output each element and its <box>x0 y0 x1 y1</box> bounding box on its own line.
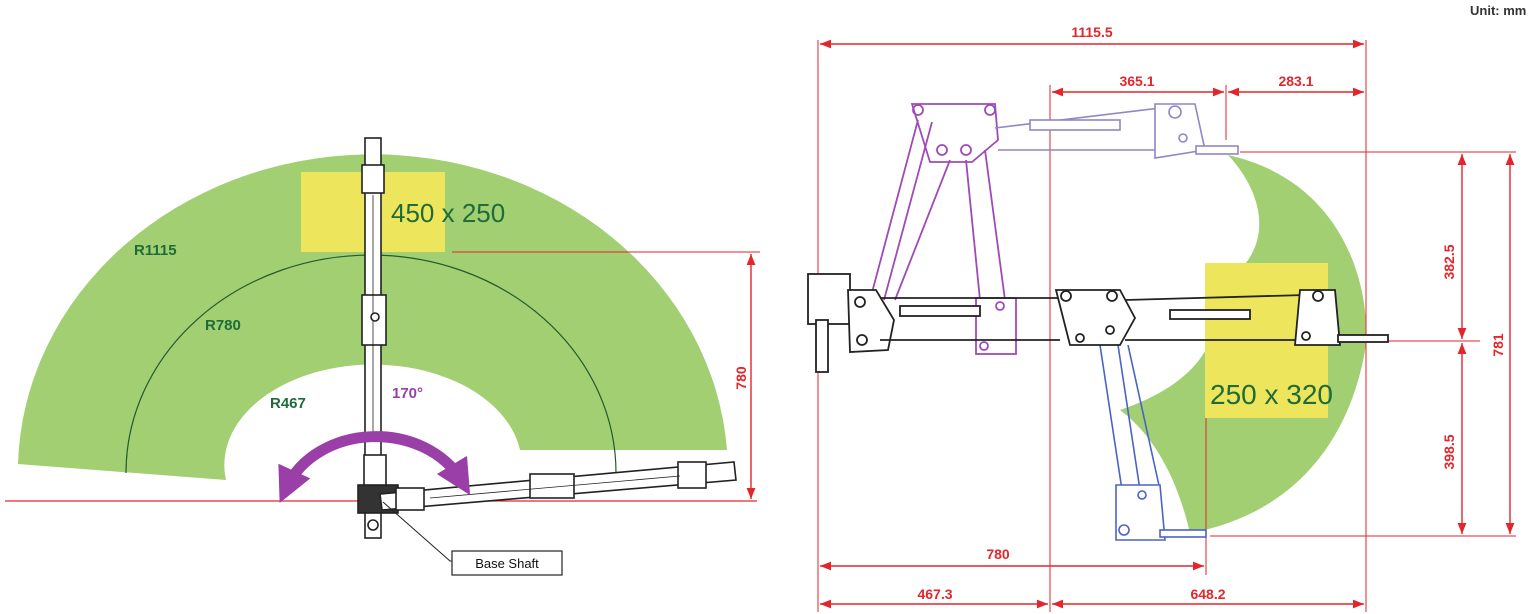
extension-lines <box>817 40 1516 612</box>
bottom-left-label: 467.3 <box>917 586 952 602</box>
bottom-right-label: 648.2 <box>1190 586 1225 602</box>
left-arm-rotated <box>379 461 737 511</box>
bottom-reach-label: 780 <box>986 546 1010 562</box>
left-height-label: 780 <box>733 366 749 390</box>
total-reach-label: 1115.5 <box>1071 24 1112 40</box>
upper-right-label: 283.1 <box>1278 73 1313 89</box>
base-shaft-callout-box <box>451 550 563 576</box>
base-and-main-arm <box>807 273 1389 373</box>
top-view <box>5 137 760 576</box>
arm-raised-purple <box>869 103 1017 355</box>
right-top-label: 382.5 <box>1441 244 1457 279</box>
forearm-lowered-blue <box>1099 344 1207 541</box>
right-total-label: 781 <box>1490 333 1506 357</box>
radius-outer-label: R1115 <box>134 242 177 259</box>
right-bottom-label: 398.5 <box>1441 434 1457 469</box>
radius-inner-label: R467 <box>270 395 306 412</box>
rotation-arrow <box>278 431 471 503</box>
upper-left-label: 365.1 <box>1119 73 1154 89</box>
right-workspace-label: 250 x 320 <box>1210 379 1333 410</box>
side-view <box>807 39 1516 612</box>
unit-label: Unit: mm <box>1470 3 1526 18</box>
left-workspace-label: 450 x 250 <box>391 198 505 228</box>
radius-mid-label: R780 <box>205 317 241 334</box>
rotation-angle-label: 170° <box>392 385 423 402</box>
base-shaft-callout: Base Shaft <box>475 556 539 571</box>
forearm-raised-lavender <box>994 103 1239 159</box>
